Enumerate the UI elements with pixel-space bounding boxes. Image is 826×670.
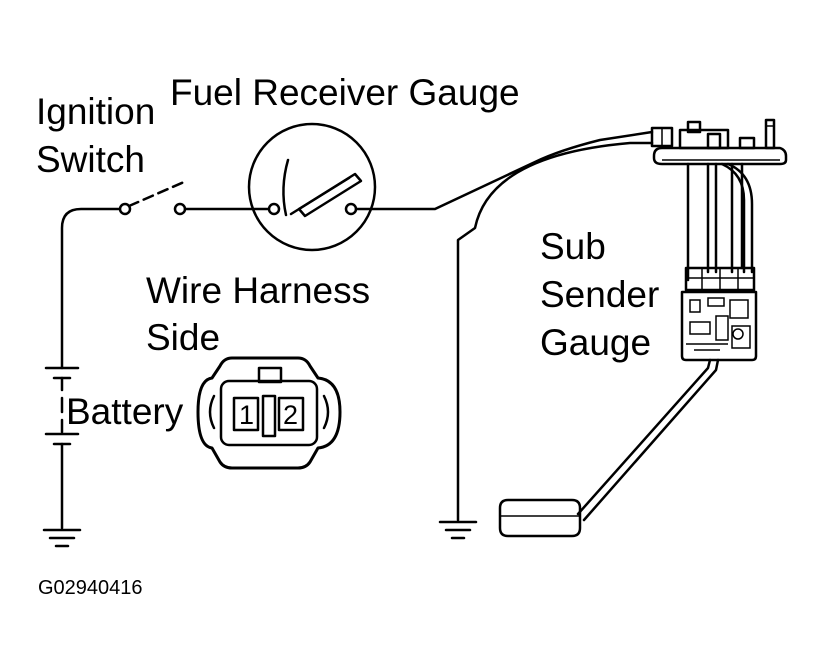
wire-harness-connector: 1 2 xyxy=(196,356,342,470)
battery-label: Battery xyxy=(66,391,184,432)
wire-harness-label-line2: Side xyxy=(146,317,220,358)
gauge-to-sender-wire xyxy=(354,130,654,211)
sub-sender-label-line2: Sender xyxy=(540,274,659,315)
left-ground-symbol xyxy=(42,528,82,548)
wire-harness-label-line1: Wire Harness xyxy=(146,270,370,311)
figure-code: G02940416 xyxy=(38,577,143,599)
fuel-receiver-gauge-symbol xyxy=(247,122,377,252)
sub-sender-label-line3: Gauge xyxy=(540,322,651,363)
sender-ground-wire xyxy=(456,141,654,522)
fuel-receiver-gauge-label: Fuel Receiver Gauge xyxy=(170,72,520,113)
sub-sender-label-line1: Sub xyxy=(540,226,606,267)
connector-pin-2: 2 xyxy=(283,400,298,430)
ignition-switch-label-line2: Switch xyxy=(36,139,145,180)
battery-wire xyxy=(60,207,122,370)
ignition-switch-symbol xyxy=(118,180,187,216)
battery-symbol xyxy=(44,366,80,446)
sub-sender-gauge-assembly xyxy=(498,118,788,538)
right-ground-symbol xyxy=(438,520,478,540)
connector-pin-1: 1 xyxy=(239,400,254,430)
ignition-switch-label-line1: Ignition xyxy=(36,91,155,132)
